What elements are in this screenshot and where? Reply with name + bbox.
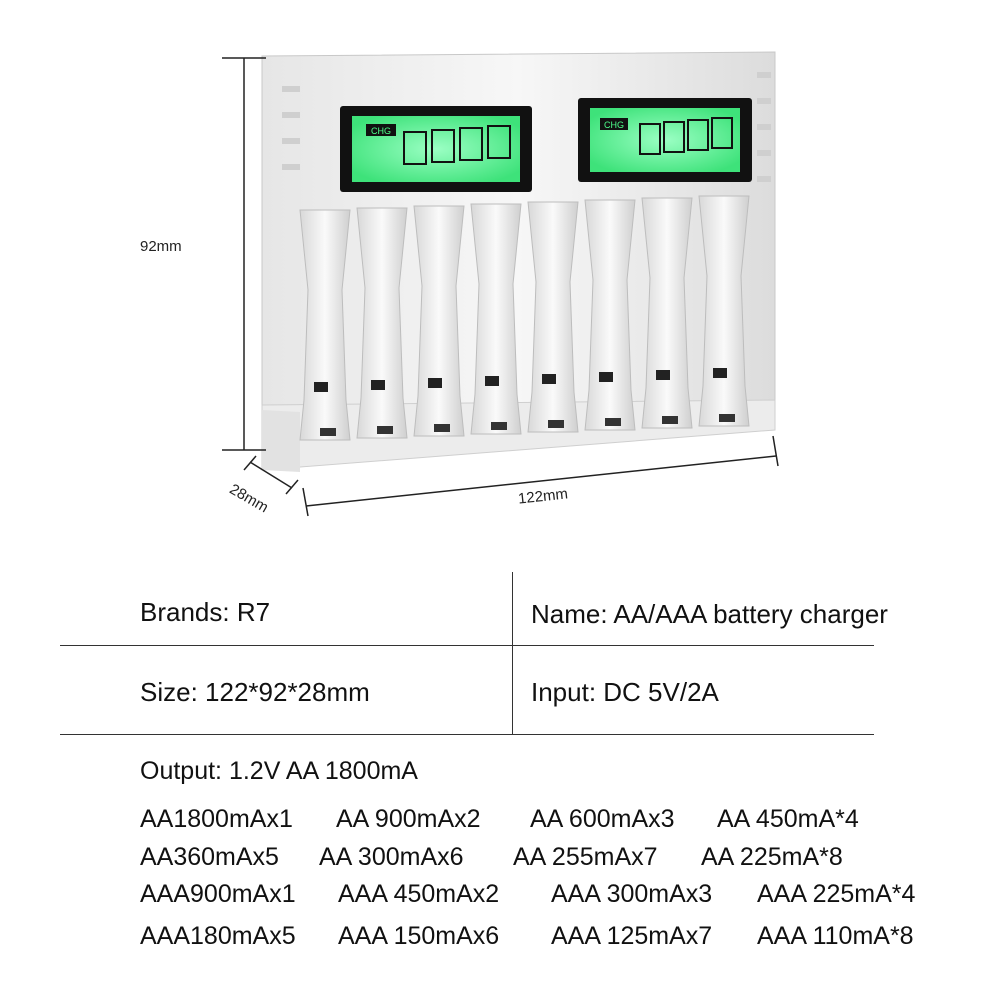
output-title: Output: 1.2V AA 1800mA <box>140 757 418 785</box>
output-row: AAA180mAx5 AAA 150mAx6 AAA 125mAx7 AAA 1… <box>140 922 950 952</box>
battery-slot <box>299 209 351 441</box>
battery-slot <box>698 195 750 427</box>
battery-slot <box>584 199 636 431</box>
positive-contact <box>599 372 613 382</box>
battery-slot <box>641 197 693 429</box>
output-row: AA360mAx5 AA 300mAx6 AA 255mAx7 AA 225mA… <box>140 843 950 873</box>
table-divider <box>60 734 874 735</box>
battery-slot <box>356 207 408 439</box>
negative-contact <box>719 414 735 422</box>
battery-slot <box>413 205 465 437</box>
charger-illustration: CHG CHG <box>222 51 779 517</box>
lcd-right-label: CHG <box>604 120 624 130</box>
output-value: AA 900mAx2 <box>336 805 481 833</box>
lcd-left-label: CHG <box>371 126 391 136</box>
spec-name: Name: AA/AAA battery charger <box>531 599 888 629</box>
negative-contact <box>434 424 450 432</box>
negative-contact <box>662 416 678 424</box>
output-row: AAA900mAx1 AAA 450mAx2 AAA 300mAx3 AAA 2… <box>140 880 950 910</box>
spec-input: Input: DC 5V/2A <box>531 677 719 707</box>
positive-contact <box>485 376 499 386</box>
output-value: AA 600mAx3 <box>530 805 675 833</box>
positive-contact <box>656 370 670 380</box>
negative-contact <box>605 418 621 426</box>
positive-contact <box>713 368 727 378</box>
output-value: AAA 450mAx2 <box>338 880 500 908</box>
output-value: AA360mAx5 <box>140 843 279 871</box>
battery-slot <box>527 201 579 433</box>
output-value: AAA 110mA*8 <box>757 922 914 950</box>
height-dimension-label: 92mm <box>140 238 182 255</box>
negative-contact <box>320 428 336 436</box>
battery-icons-right <box>639 117 733 155</box>
output-value: AA 450mA*4 <box>717 805 859 833</box>
spec-table: Brands: R7 Name: AA/AAA battery charger … <box>60 572 888 735</box>
positive-contact <box>428 378 442 388</box>
output-row: AA1800mAx1 AA 900mAx2 AA 600mAx3 AA 450m… <box>140 805 950 835</box>
negative-contact <box>548 420 564 428</box>
output-value: AAA900mAx1 <box>140 880 296 908</box>
positive-contact <box>371 380 385 390</box>
output-value: AAA 225mA*4 <box>757 880 916 908</box>
lcd-display-right: CHG <box>578 98 752 182</box>
battery-icons-left <box>403 125 511 165</box>
dimension-lines <box>222 57 779 517</box>
output-value: AA 255mAx7 <box>513 843 658 871</box>
negative-contact <box>491 422 507 430</box>
output-value: AA 225mA*8 <box>701 843 843 871</box>
negative-contact <box>377 426 393 434</box>
output-value: AA1800mAx1 <box>140 805 293 833</box>
battery-slots <box>299 195 750 441</box>
battery-slot <box>470 203 522 435</box>
spec-brand: Brands: R7 <box>140 597 271 627</box>
table-divider <box>60 645 874 646</box>
table-column-divider <box>512 572 513 735</box>
output-value: AAA 150mAx6 <box>338 922 500 950</box>
output-value: AA 300mAx6 <box>319 843 464 871</box>
output-value: AAA 300mAx3 <box>551 880 713 908</box>
output-value: AAA180mAx5 <box>140 922 296 950</box>
lcd-display-left: CHG <box>340 106 532 192</box>
positive-contact <box>314 382 328 392</box>
output-value: AAA 125mAx7 <box>551 922 713 950</box>
positive-contact <box>542 374 556 384</box>
spec-size: Size: 122*92*28mm <box>140 677 370 707</box>
